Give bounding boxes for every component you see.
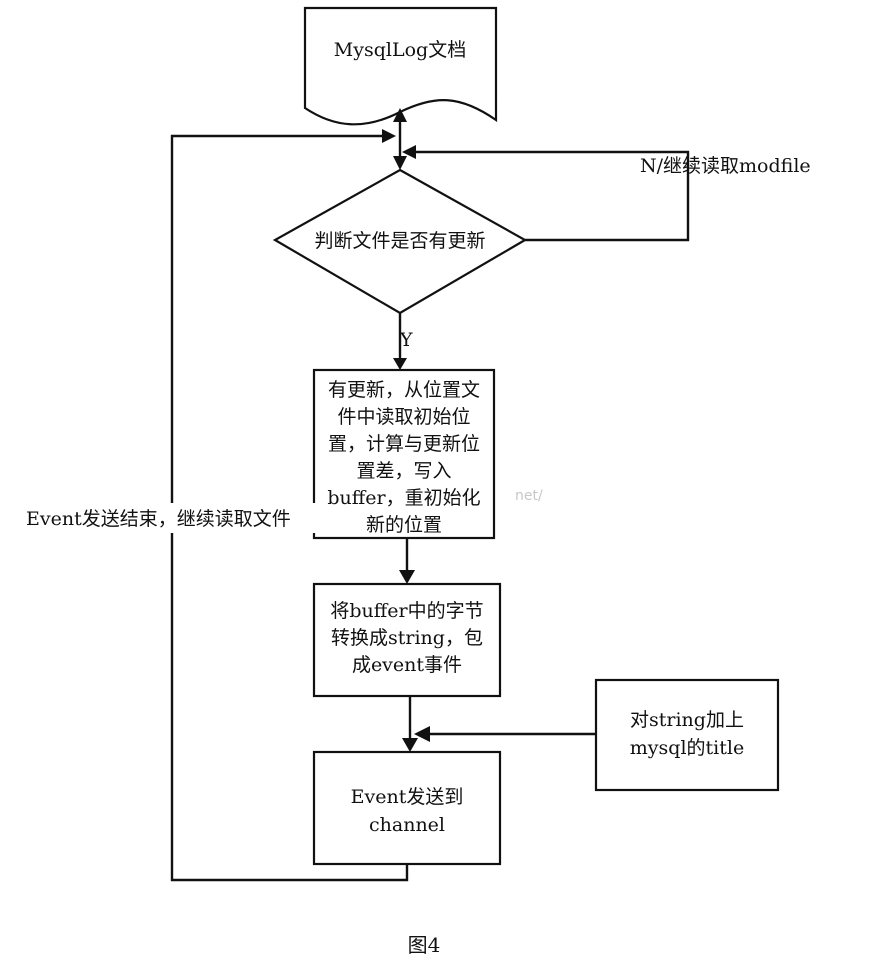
process-update-line-6: 新的位置 bbox=[366, 514, 442, 536]
arrowhead-down-decision bbox=[393, 156, 407, 170]
process-title-box bbox=[594, 678, 780, 792]
process-title-line-1: 对string加上 bbox=[630, 709, 744, 731]
arrowhead-loop-back bbox=[382, 129, 396, 143]
process-title-line-2: mysql的title bbox=[630, 737, 744, 759]
yes-branch-label: Y bbox=[399, 329, 413, 351]
process-update-line-1: 有更新，从位置文 bbox=[328, 379, 480, 401]
document-shape bbox=[303, 6, 498, 126]
process-convert-box bbox=[312, 582, 502, 698]
process-convert-line-3: 成event事件 bbox=[352, 654, 462, 676]
process-update-line-3: 置，计算与更新位 bbox=[328, 433, 480, 455]
process-update-line-4: 置差，写入 bbox=[356, 460, 451, 482]
loop-back-label: Event发送结束，继续读取文件 bbox=[26, 508, 291, 530]
process-update-box bbox=[312, 368, 496, 540]
loop-label-bg bbox=[20, 503, 316, 533]
process-send-line-1: Event发送到 bbox=[351, 786, 464, 808]
process-convert-text: 将buffer中的字节 转换成string，包 成event事件 bbox=[330, 600, 483, 676]
document-label: MysqlLog文档 bbox=[334, 39, 466, 61]
watermark: net/ bbox=[515, 488, 543, 504]
process-convert-line-2: 转换成string，包 bbox=[331, 627, 483, 649]
arrowhead-update-convert bbox=[399, 570, 415, 584]
process-send-box bbox=[312, 750, 502, 866]
decision-label: 判断文件是否有更新 bbox=[314, 230, 485, 252]
process-convert-line-1: 将buffer中的字节 bbox=[330, 600, 483, 622]
arrowhead-title-merge bbox=[414, 726, 430, 742]
connector-no-branch bbox=[412, 150, 690, 242]
arrowhead-no-branch bbox=[402, 145, 416, 159]
arrowhead-up-doc bbox=[393, 108, 407, 122]
process-send-line-2: channel bbox=[369, 814, 445, 836]
process-update-text: 有更新，从位置文 件中读取初始位 置，计算与更新位 置差，写入 buffer，重… bbox=[327, 379, 480, 536]
no-branch-label: N/继续读取modfile bbox=[640, 155, 811, 177]
figure-caption: 图4 bbox=[408, 933, 441, 957]
process-title-text: 对string加上 mysql的title bbox=[630, 709, 744, 759]
arrowhead-convert-send bbox=[402, 738, 418, 752]
process-update-line-2: 件中读取初始位 bbox=[337, 406, 470, 428]
process-send-text: Event发送到 channel bbox=[351, 786, 464, 836]
arrowhead-yes-branch bbox=[393, 358, 407, 370]
process-update-line-5: buffer，重初始化 bbox=[327, 487, 480, 509]
connector-loop-back bbox=[170, 134, 409, 882]
